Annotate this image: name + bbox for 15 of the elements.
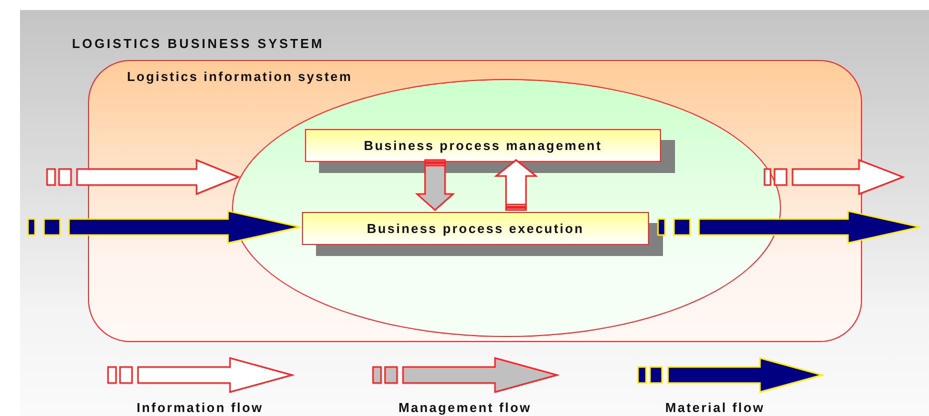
process-label: Business process execution [366, 221, 584, 236]
legend-label: Information flow [136, 400, 264, 415]
system-title: LOGISTICS BUSINESS SYSTEM [72, 36, 324, 51]
panel-title: Logistics information system [127, 69, 352, 84]
rounded-panel [88, 60, 862, 342]
material-flow-arrow [27, 210, 301, 244]
system-band [20, 10, 929, 416]
process-label: Business process management [364, 138, 602, 153]
information-flow-arrow [764, 158, 906, 196]
information-flow-arrow [46, 158, 240, 196]
management-flow-arrow [415, 159, 455, 211]
legend-label: Management flow [397, 400, 533, 415]
information-flow-arrow [494, 159, 538, 211]
material-flow-arrow [657, 210, 921, 244]
legend-label: Material flow [664, 400, 766, 415]
